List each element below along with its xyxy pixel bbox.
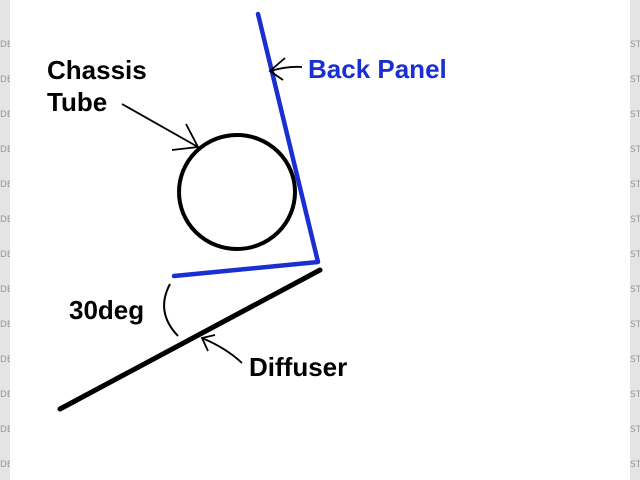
right-watermark: ST [630,75,640,85]
left-watermark: DE [0,215,10,225]
right-edge-strip: ST ST ST ST ST ST ST ST ST ST ST ST ST [630,0,640,480]
right-watermark: ST [630,40,640,50]
angle-arc [163,283,179,337]
diffuser-arrow [200,334,243,364]
chassis-label-line1: Chassis [47,55,147,85]
left-watermark: DE [0,285,10,295]
right-watermark: ST [630,110,640,120]
right-watermark: ST [630,355,640,365]
angle-label: 30deg [69,295,144,325]
right-watermark: ST [630,460,640,470]
back-panel-line [171,11,321,279]
left-watermark: DE [0,180,10,190]
back-panel-label: Back Panel [308,54,447,84]
left-watermark: DE [0,75,10,85]
left-watermark: DE [0,390,10,400]
left-watermark: DE [0,355,10,365]
left-watermark: DE [0,320,10,330]
right-watermark: ST [630,145,640,155]
right-watermark: ST [630,425,640,435]
left-edge-strip: DE DE DE DE DE DE DE DE DE DE DE DE DE [0,0,10,480]
left-watermark: DE [0,460,10,470]
back-panel-arrow [268,57,303,81]
left-watermark: DE [0,145,10,155]
diffuser-line [57,267,323,412]
chassis-label-line2: Tube [47,87,107,117]
left-watermark: DE [0,425,10,435]
left-watermark: DE [0,250,10,260]
chassis-tube-arrow [121,103,200,151]
left-watermark: DE [0,110,10,120]
right-watermark: ST [630,285,640,295]
left-watermark: DE [0,40,10,50]
right-watermark: ST [630,215,640,225]
right-watermark: ST [630,250,640,260]
right-watermark: ST [630,390,640,400]
right-watermark: ST [630,320,640,330]
right-watermark: ST [630,180,640,190]
diffuser-label: Diffuser [249,352,347,382]
chassis-tube-circle [177,133,297,251]
